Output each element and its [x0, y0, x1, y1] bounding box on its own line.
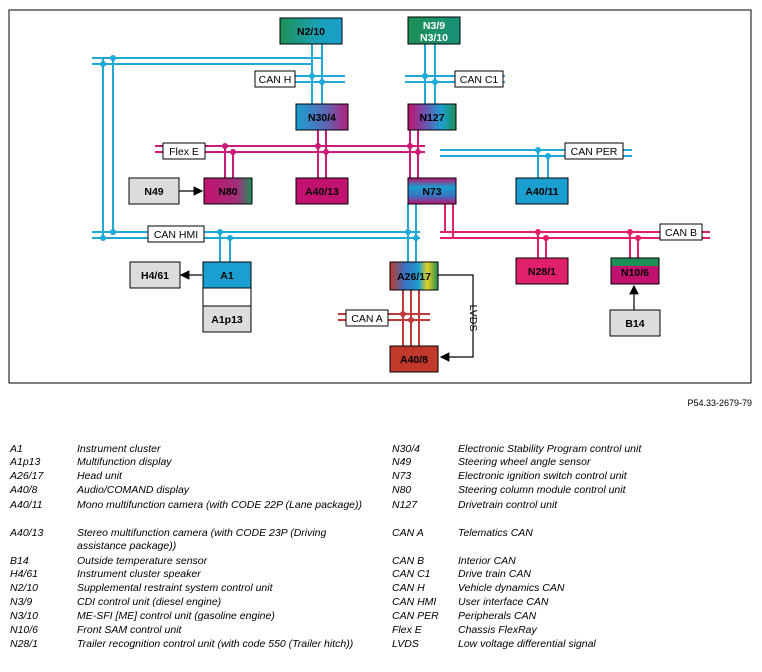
legend-code: CAN A — [392, 527, 424, 539]
bus-label-flex-e: Flex E — [169, 146, 199, 158]
module-a1: A1 — [202, 261, 252, 307]
legend-description: Trailer recognition control unit (with c… — [77, 638, 354, 650]
module-a40-11: A40/11 — [515, 177, 569, 205]
legend-description: Front SAM control unit — [77, 624, 182, 636]
legend-description: Drivetrain control unit — [458, 499, 558, 511]
bus-label-can-per: CAN PER — [571, 146, 618, 158]
svg-text:H4/61: H4/61 — [141, 270, 169, 282]
svg-text:N73: N73 — [422, 186, 441, 198]
legend-code: Flex E — [392, 624, 422, 636]
svg-text:N3/9: N3/9 — [423, 20, 445, 32]
svg-text:A40/8: A40/8 — [400, 354, 428, 366]
legend-description: ME-SFI [ME] control unit (gasoline engin… — [77, 610, 275, 622]
legend-description: Steering column module control unit — [458, 484, 626, 496]
svg-text:A1p13: A1p13 — [211, 314, 243, 326]
svg-text:N30/4: N30/4 — [308, 112, 336, 124]
svg-text:N80: N80 — [218, 186, 237, 198]
bus-label-can-c1: CAN C1 — [460, 74, 499, 86]
legend-description: Electronic ignition switch control unit — [458, 470, 627, 482]
legend-description: Steering wheel angle sensor — [458, 456, 591, 468]
module-n3: N3/9 N3/10 — [407, 16, 461, 45]
legend-code: A40/11 — [10, 499, 43, 511]
bus-label-can-b: CAN B — [665, 227, 697, 239]
legend-description: Electronic Stability Program control uni… — [458, 443, 642, 455]
legend-code: B14 — [10, 555, 29, 567]
svg-text:A40/13: A40/13 — [305, 186, 339, 198]
legend-description: Outside temperature sensor — [77, 555, 208, 567]
svg-text:N127: N127 — [419, 112, 444, 124]
svg-text:A40/11: A40/11 — [525, 186, 558, 198]
legend-description: Multifunction display — [77, 456, 172, 468]
module-a26-17: A26/17 — [389, 261, 439, 291]
legend-code: A40/8 — [10, 484, 38, 496]
legend-code: N3/9 — [10, 596, 33, 608]
legend-description: Instrument cluster — [77, 443, 161, 455]
legend-description: Telematics CAN — [458, 527, 533, 539]
module-h4-61: H4/61 — [129, 261, 181, 289]
legend-code: N49 — [392, 456, 412, 468]
module-n80: N80 — [203, 177, 253, 205]
legend-code: N2/10 — [10, 582, 39, 594]
network-diagram: CAN H CAN C1 Flex E CAN PER CAN HMI CAN … — [8, 9, 752, 384]
svg-text:N49: N49 — [144, 186, 163, 198]
svg-text:A26/17: A26/17 — [397, 271, 431, 283]
legend-code: A1 — [10, 443, 23, 455]
svg-text:N3/10: N3/10 — [420, 32, 448, 44]
reference-number: P54.33-2679-79 — [687, 398, 752, 408]
legend-description: Instrument cluster speaker — [77, 568, 201, 580]
legend-code: A40/13 — [10, 527, 44, 539]
legend-description: Chassis FlexRay — [458, 624, 537, 636]
legend-description: Peripherals CAN — [458, 610, 537, 622]
legend-description: Drive train CAN — [458, 568, 531, 580]
legend-code: N28/1 — [10, 638, 39, 650]
legend-code: A1p13 — [10, 456, 41, 468]
legend-right: N30/4 Electronic Stability Program contro… — [392, 443, 757, 668]
legend-description: User interface CAN — [458, 596, 549, 608]
legend-code: N30/4 — [392, 443, 421, 455]
legend-code: N73 — [392, 470, 412, 482]
legend-description: Mono multifunction camera (with CODE 22P… — [77, 499, 362, 511]
module-n30-4: N30/4 — [295, 103, 349, 131]
bus-label-can-a: CAN A — [351, 313, 383, 325]
module-n127: N127 — [407, 103, 457, 131]
svg-text:N28/1: N28/1 — [528, 266, 556, 278]
bus-label-lvds: LVDS — [467, 305, 479, 332]
legend-code: CAN H — [392, 582, 425, 594]
module-n10-6: N10/6 — [610, 257, 660, 285]
module-a1p13: A1p13 — [202, 305, 252, 333]
legend-code: CAN HMI — [392, 596, 437, 608]
legend-description: Audio/COMAND display — [77, 484, 190, 496]
legend-code: CAN PER — [392, 610, 439, 622]
legend-code: A26/17 — [10, 470, 44, 482]
module-a40-8: A40/8 — [389, 345, 439, 373]
legend-code: N80 — [392, 484, 412, 496]
svg-text:N2/10: N2/10 — [297, 26, 325, 38]
module-n2-10: N2/10 — [279, 17, 343, 45]
legend-description: Vehicle dynamics CAN — [458, 582, 565, 594]
legend-code: H4/61 — [10, 568, 39, 580]
legend-description: CDI control unit (diesel engine) — [77, 596, 222, 608]
module-n28-1: N28/1 — [515, 257, 569, 285]
legend-description: Head unit — [77, 470, 122, 482]
legend-code: CAN B — [392, 555, 425, 567]
svg-text:A1: A1 — [220, 270, 234, 282]
legend-code: N10/6 — [10, 624, 39, 636]
legend-description: Stereo multifunction camera (with CODE 2… — [77, 527, 327, 552]
module-n49: N49 — [128, 177, 180, 205]
module-b14: B14 — [609, 309, 661, 337]
legend-description: Low voltage differential signal — [458, 638, 596, 650]
svg-text:N10/6: N10/6 — [621, 267, 649, 279]
legend-code: CAN C1 — [392, 568, 431, 580]
legend-description: Supplemental restraint system control un… — [77, 582, 273, 594]
legend-code: N3/10 — [10, 610, 39, 622]
legend-description: Interior CAN — [458, 555, 516, 567]
legend-code: N127 — [392, 499, 418, 511]
bus-label-can-h: CAN H — [259, 74, 292, 86]
module-n73: N73 — [407, 177, 457, 205]
svg-text:B14: B14 — [625, 318, 644, 330]
bus-label-can-hmi: CAN HMI — [154, 229, 198, 241]
legend-code: LVDS — [392, 638, 419, 650]
module-a40-13: A40/13 — [295, 177, 349, 205]
